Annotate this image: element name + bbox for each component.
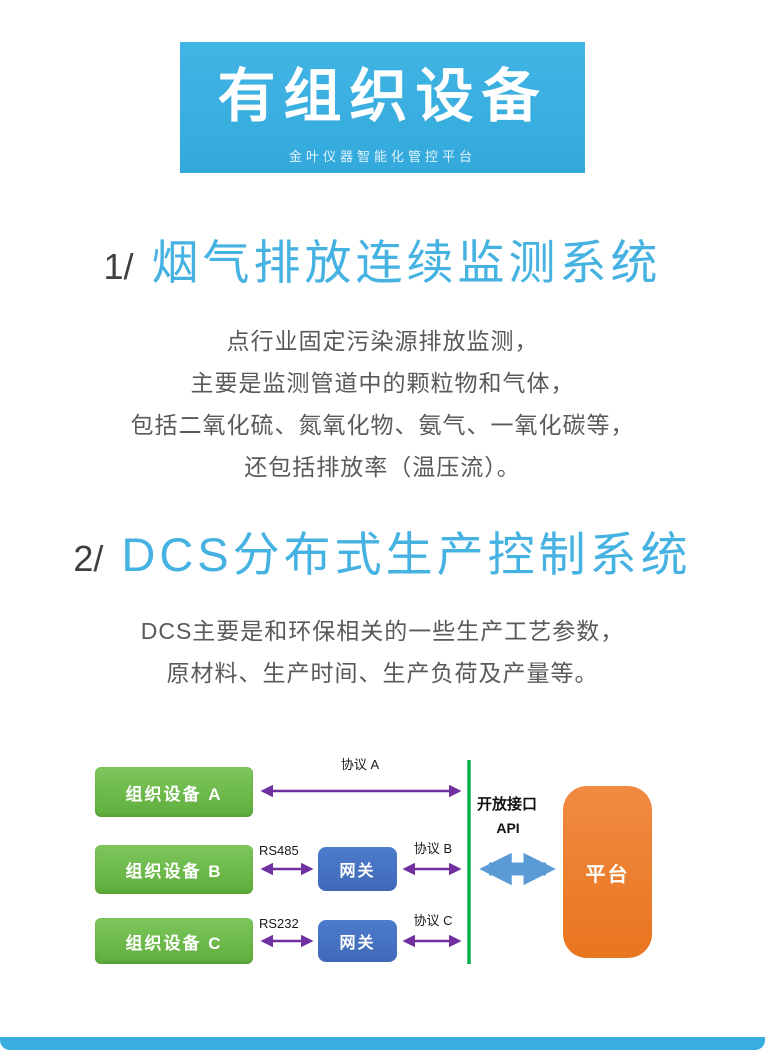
section-1-number: 1/	[103, 246, 134, 287]
platform-box: 平台	[563, 786, 652, 958]
label-api: API	[496, 820, 520, 836]
section-2-heading: 2/ DCS分布式生产控制系统	[0, 516, 765, 585]
device-a-box: 组织设备 A	[95, 767, 253, 817]
device-c-box: 组织设备 C	[95, 918, 253, 964]
section-2-title: DCS分布式生产控制系统	[121, 528, 692, 581]
header-banner: 有组织设备 金叶仪器智能化管控平台	[180, 42, 585, 173]
device-b-box: 组织设备 B	[95, 845, 253, 894]
label-protocol-a: 协议 A	[340, 757, 380, 772]
section-2-body: DCS主要是和环保相关的一些生产工艺参数， 原材料、生产时间、生产负荷及产量等。	[0, 610, 765, 694]
section-1-title: 烟气排放连续监测系统	[151, 236, 662, 289]
architecture-diagram: 组织设备 A 组织设备 B 组织设备 C 网关 网关 平台 协议 A RS485…	[0, 740, 765, 1000]
gateway-1-box: 网关	[318, 847, 397, 891]
section-1-line-3: 包括二氧化硫、氮氧化物、氨气、一氧化碳等，	[130, 412, 635, 438]
banner-title: 有组织设备	[217, 64, 548, 129]
label-open-interface: 开放接口	[477, 796, 538, 813]
section-1-line-1: 点行业固定污染源排放监测，	[226, 328, 539, 354]
label-protocol-b: 协议 B	[413, 841, 453, 856]
section-2-number: 2/	[73, 538, 104, 579]
section-2-line-1: DCS主要是和环保相关的一些生产工艺参数，	[140, 618, 625, 644]
label-protocol-c: 协议 C	[413, 913, 453, 928]
section-1-body: 点行业固定污染源排放监测， 主要是监测管道中的颗粒物和气体， 包括二氧化硫、氮氧…	[0, 320, 765, 488]
banner-subtitle: 金叶仪器智能化管控平台	[288, 149, 476, 164]
section-2-line-2: 原材料、生产时间、生产负荷及产量等。	[166, 660, 599, 686]
footer-bar	[0, 1037, 765, 1050]
section-1-line-4: 还包括排放率（温压流）。	[244, 454, 521, 480]
section-1-line-2: 主要是监测管道中的颗粒物和气体，	[190, 370, 575, 396]
label-rs232: RS232	[259, 916, 299, 931]
gateway-2-box: 网关	[318, 920, 397, 962]
diagram-connectors	[260, 760, 556, 964]
label-rs485: RS485	[259, 843, 299, 858]
section-1-heading: 1/ 烟气排放连续监测系统	[0, 224, 765, 293]
